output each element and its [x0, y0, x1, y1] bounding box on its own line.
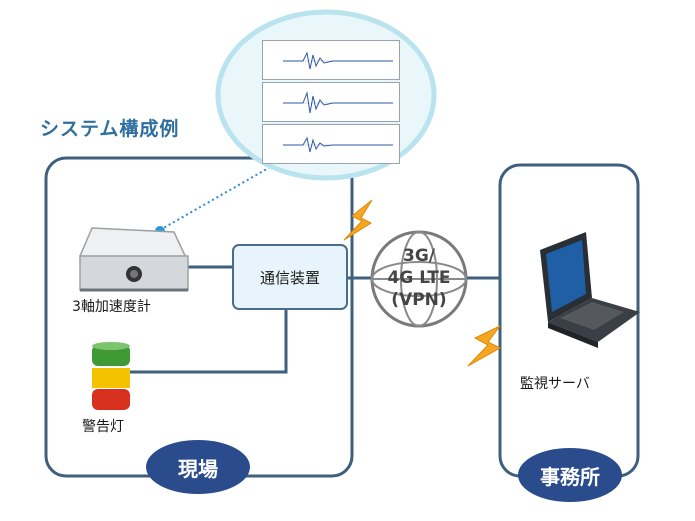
network-label: 3G/ 4G LTE (VPN): [374, 245, 464, 311]
network-line-1: 3G/: [403, 246, 435, 266]
laptop-device: [540, 232, 640, 348]
office-oval: [518, 448, 622, 502]
comm-unit-box: 通信装置: [232, 244, 348, 310]
network-line-3: (VPN): [391, 290, 447, 310]
dotted-link: [159, 165, 273, 231]
server-label: 監視サーバ: [520, 376, 590, 392]
site-oval: [146, 440, 250, 494]
lightning-right-icon: [467, 325, 502, 367]
accelerometer-device: [78, 227, 190, 292]
waveform-panel-3: [262, 124, 400, 164]
diagram-title: システム構成例: [40, 118, 180, 140]
office-label: 事務所: [540, 464, 600, 489]
waveform-panel-1: [262, 40, 400, 80]
link-light-comm: [130, 306, 288, 374]
lightning-left-icon: [343, 199, 373, 241]
network-globe: [370, 230, 468, 328]
accelerometer-label: 3軸加速度計: [72, 299, 151, 315]
warning-light-label: 警告灯: [82, 419, 124, 435]
warning-light-device: [92, 342, 130, 410]
network-line-2: 4G LTE: [387, 268, 451, 288]
waveform-panel-2: [262, 82, 400, 122]
site-label: 現場: [178, 456, 218, 481]
